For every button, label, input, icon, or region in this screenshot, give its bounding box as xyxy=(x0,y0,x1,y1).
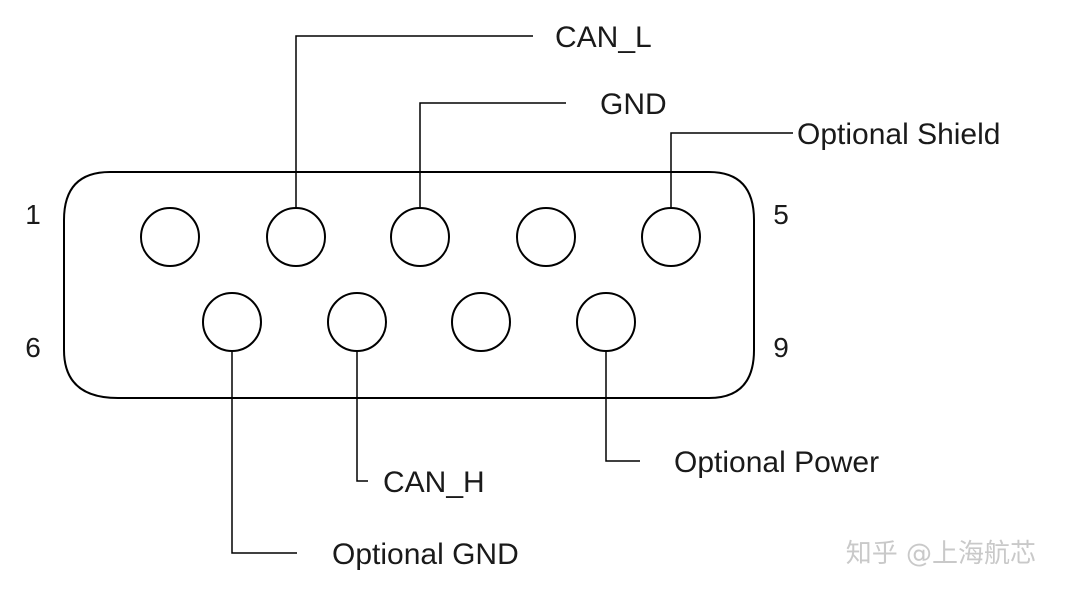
label-can-h: CAN_H xyxy=(383,466,485,499)
leader-optional-shield xyxy=(670,132,793,208)
pin-number-1: 1 xyxy=(25,199,41,230)
pin-1 xyxy=(140,207,200,267)
pin-5 xyxy=(641,207,701,267)
pin-number-6: 6 xyxy=(25,332,41,363)
pin-number-5: 5 xyxy=(773,199,789,230)
leader-optional-gnd xyxy=(231,351,297,554)
pin-8 xyxy=(451,292,511,352)
pin-6 xyxy=(202,292,262,352)
label-optional-shield: Optional Shield xyxy=(797,118,1000,151)
leader-can-h xyxy=(356,351,368,482)
connector-shell xyxy=(63,171,755,399)
pin-4 xyxy=(516,207,576,267)
label-can-l: CAN_L xyxy=(555,21,652,54)
label-gnd: GND xyxy=(600,88,667,121)
label-optional-gnd: Optional GND xyxy=(332,538,519,571)
pin-7 xyxy=(327,292,387,352)
pin-3 xyxy=(390,207,450,267)
leader-can-l xyxy=(295,35,533,208)
pin-2 xyxy=(266,207,326,267)
pin-number-9: 9 xyxy=(773,332,789,363)
leader-gnd xyxy=(419,102,566,208)
pin-9 xyxy=(576,292,636,352)
watermark: 知乎 @上海航芯 xyxy=(846,539,1036,569)
leader-optional-power xyxy=(605,351,640,462)
label-optional-power: Optional Power xyxy=(674,446,879,479)
